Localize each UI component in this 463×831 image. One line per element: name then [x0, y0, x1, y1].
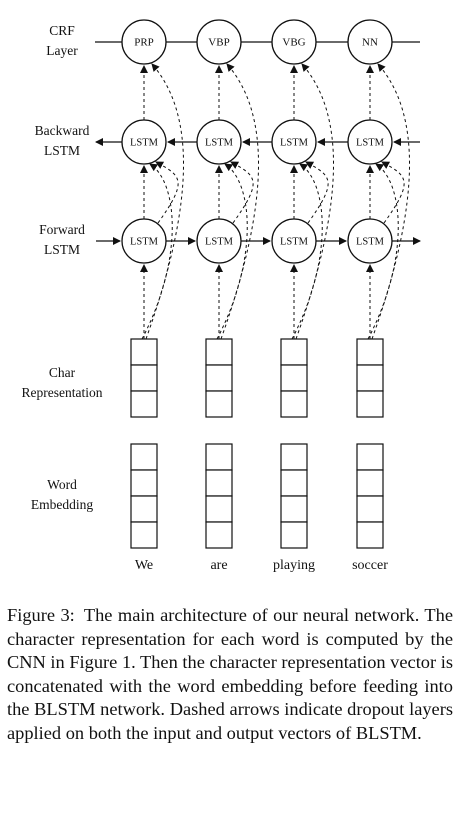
- char-vector-cell: [356, 390, 384, 418]
- dropout-curve: [230, 161, 254, 224]
- row-label-crf: CRF: [49, 23, 75, 38]
- dropout-curve: [295, 63, 334, 340]
- word-vector-cell: [356, 521, 384, 549]
- char-vector-cell: [280, 338, 308, 366]
- caption-text: The main architecture of our neural netw…: [7, 605, 454, 743]
- word-vector-cell: [280, 443, 308, 471]
- crf-node: [121, 19, 167, 65]
- crf-tag-label: NN: [362, 37, 378, 49]
- forward-lstm-node: [121, 218, 167, 264]
- forward-lstm-node: [196, 218, 242, 264]
- row-label-char: Representation: [22, 385, 103, 400]
- row-label-word: Word: [47, 477, 77, 492]
- row-label-forward: Forward: [39, 222, 85, 237]
- dropout-curve: [367, 163, 399, 340]
- backward-lstm-node: [196, 119, 242, 165]
- char-vector-cell: [356, 364, 384, 392]
- word-vector-cell: [205, 469, 233, 497]
- row-label-char: Char: [49, 365, 76, 380]
- row-label-word: Embedding: [31, 497, 93, 512]
- word-vector-cell: [356, 469, 384, 497]
- lstm-label: LSTM: [280, 137, 309, 148]
- word-vector-cell: [280, 495, 308, 523]
- dropout-curve: [305, 161, 329, 224]
- input-word: playing: [273, 558, 315, 573]
- row-label-forward: LSTM: [44, 242, 80, 257]
- word-vector-cell: [205, 443, 233, 471]
- crf-tag-label: VBG: [282, 37, 305, 49]
- crf-node: [196, 19, 242, 65]
- crf-tag-label: PRP: [134, 37, 154, 49]
- word-vector-cell: [130, 495, 158, 523]
- lstm-label: LSTM: [205, 236, 234, 247]
- lstm-label: LSTM: [356, 137, 385, 148]
- char-vector-cell: [130, 338, 158, 366]
- lstm-label: LSTM: [130, 137, 159, 148]
- word-vector-cell: [280, 521, 308, 549]
- char-vector-cell: [205, 338, 233, 366]
- dropout-curve: [155, 161, 179, 224]
- backward-lstm-node: [121, 119, 167, 165]
- dropout-curve: [381, 161, 405, 224]
- char-vector-cell: [280, 364, 308, 392]
- lstm-label: LSTM: [356, 236, 385, 247]
- word-vector-cell: [356, 495, 384, 523]
- char-vector-cell: [205, 364, 233, 392]
- word-vector-cell: [130, 469, 158, 497]
- word-vector-cell: [205, 495, 233, 523]
- dropout-curve: [291, 163, 323, 340]
- crf-tag-label: VBP: [208, 37, 229, 49]
- dropout-curve: [145, 63, 184, 340]
- crf-node: [271, 19, 317, 65]
- backward-lstm-node: [347, 119, 393, 165]
- forward-lstm-node: [271, 218, 317, 264]
- word-vector-cell: [205, 521, 233, 549]
- word-vector-cell: [130, 443, 158, 471]
- figure-caption: Figure 3: The main architecture of our n…: [7, 604, 453, 746]
- dropout-curve: [141, 163, 173, 340]
- caption-label: Figure 3:: [7, 605, 75, 625]
- lstm-label: LSTM: [280, 236, 309, 247]
- dropout-curve: [371, 63, 410, 340]
- char-vector-cell: [130, 390, 158, 418]
- char-vector-cell: [356, 338, 384, 366]
- crf-node: [347, 19, 393, 65]
- forward-lstm-node: [347, 218, 393, 264]
- dropout-curve: [220, 63, 259, 340]
- word-vector-cell: [356, 443, 384, 471]
- input-word: soccer: [352, 558, 388, 573]
- word-vector-cell: [280, 469, 308, 497]
- row-label-backward: LSTM: [44, 143, 80, 158]
- row-label-backward: Backward: [35, 123, 90, 138]
- dropout-curve: [216, 163, 248, 340]
- word-vector-cell: [130, 521, 158, 549]
- backward-lstm-node: [271, 119, 317, 165]
- lstm-label: LSTM: [130, 236, 159, 247]
- input-word: are: [210, 558, 227, 573]
- char-vector-cell: [130, 364, 158, 392]
- architecture-diagram: PRP LSTM LSTM VBP LSTM LSTM VBG LSTM LSTM NN LSTM L…: [22, 19, 421, 573]
- char-vector-cell: [280, 390, 308, 418]
- row-label-crf: Layer: [46, 43, 78, 58]
- char-vector-cell: [205, 390, 233, 418]
- lstm-label: LSTM: [205, 137, 234, 148]
- input-word: We: [135, 558, 153, 573]
